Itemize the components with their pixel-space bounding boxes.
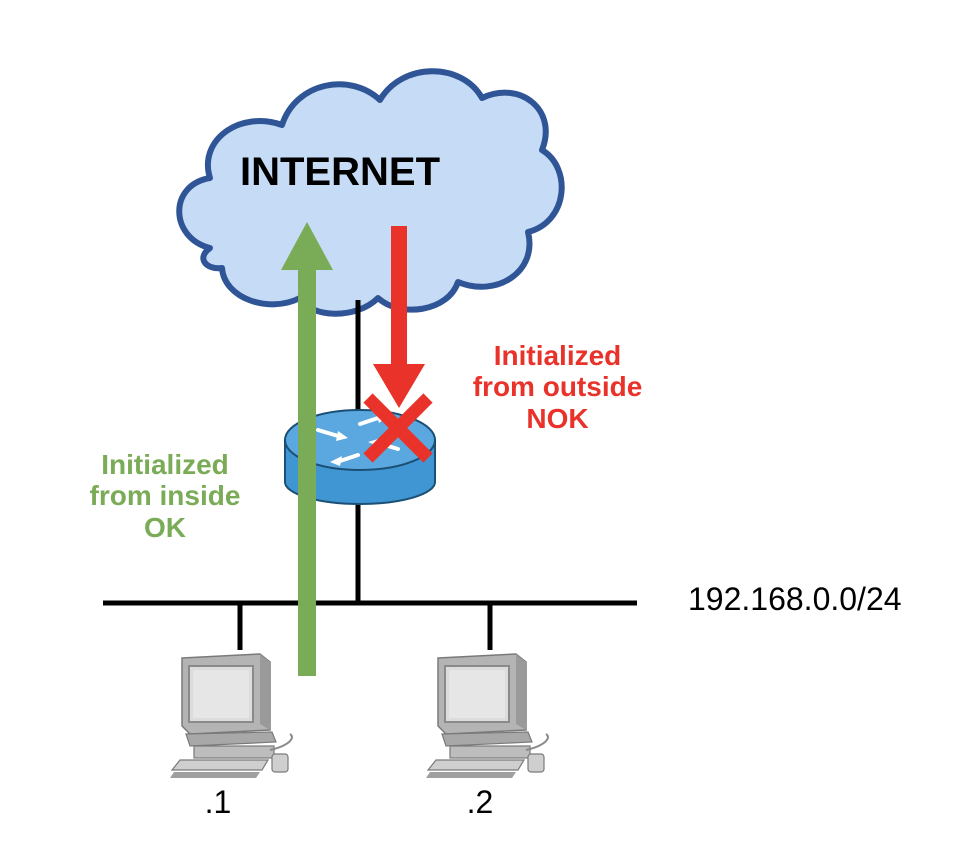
desktop-computer-icon [169, 653, 293, 779]
subnet-label: 192.168.0.0/24 [688, 581, 902, 617]
desktop-computer-icon [425, 653, 549, 779]
outside-connection-label: Initialized from outside NOK [450, 340, 665, 434]
inside-label-line: Initialized [101, 449, 229, 480]
outside-label-line: Initialized [493, 340, 622, 371]
network-wiring [103, 300, 637, 650]
inside-connection-label: Initialized from inside OK [60, 449, 270, 543]
blocked-x-icon [363, 393, 433, 463]
internet-label: INTERNET [240, 150, 440, 194]
inside-label-line: from inside [89, 480, 241, 512]
outbound-arrow [281, 222, 333, 676]
outside-label-line: from outside [472, 371, 643, 403]
inside-label-line: OK [144, 511, 186, 543]
inbound-arrow [373, 226, 425, 408]
host-label: .2 [466, 784, 494, 820]
host-label: .1 [204, 784, 232, 820]
outside-label-line: NOK [526, 402, 589, 434]
